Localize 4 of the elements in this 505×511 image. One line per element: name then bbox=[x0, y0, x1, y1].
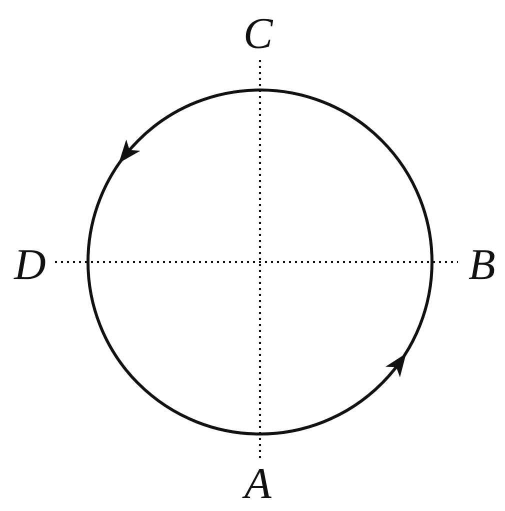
point-label: D bbox=[14, 243, 46, 287]
point-label: A bbox=[244, 462, 272, 506]
point-label: C bbox=[243, 12, 273, 56]
point-label: B bbox=[468, 243, 496, 287]
